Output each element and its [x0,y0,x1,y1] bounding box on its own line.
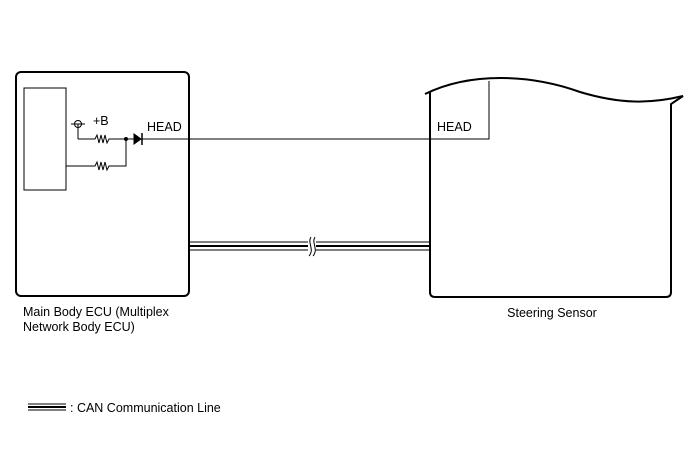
supply-symbol [71,120,85,139]
legend-text: : CAN Communication Line [70,401,221,415]
ecu-head-terminal-label: HEAD [147,120,182,134]
ecu-name-line1: Main Body ECU (Multiplex [23,305,170,319]
can-communication-line [189,236,431,257]
diode-icon [126,133,143,145]
ecu-internal-ic-block [23,87,67,191]
ecu-supply-label: +B [93,114,109,128]
steering-sensor-box [424,77,684,298]
legend-can-line-icon [28,403,66,411]
ecu-name-line2: Network Body ECU) [23,320,135,334]
main-body-ecu-box [15,71,190,297]
sensor-name: Steering Sensor [507,306,597,320]
pullup-resistor [78,133,126,145]
ic-resistor [66,139,127,172]
sensor-head-terminal-label: HEAD [437,120,472,134]
head-signal-line [142,81,490,140]
